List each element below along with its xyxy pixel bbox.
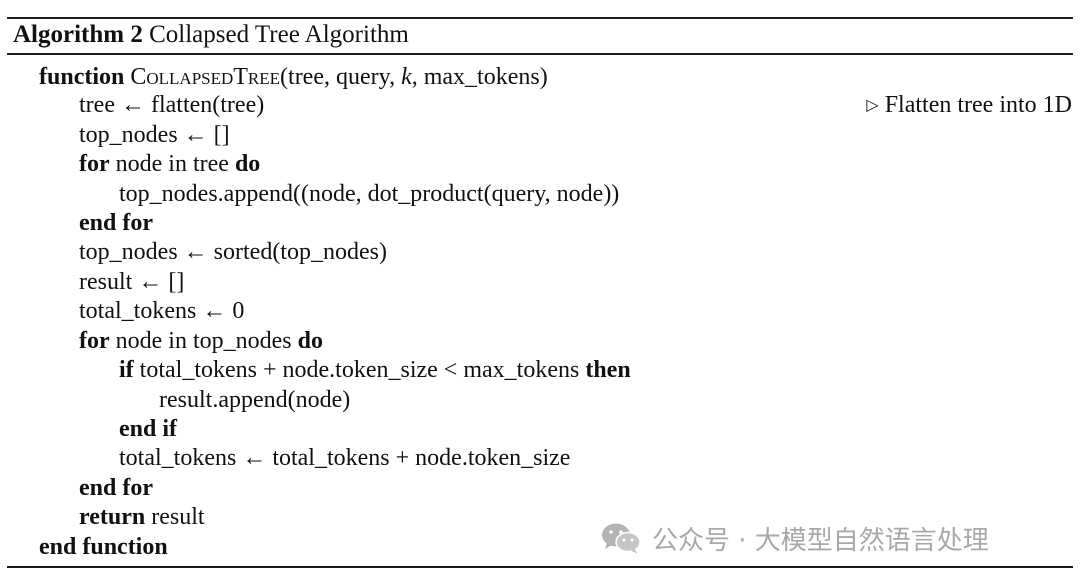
function-args-a: (tree, query, xyxy=(280,64,402,90)
wechat-icon xyxy=(602,523,641,554)
function-name: CollapsedTree xyxy=(130,64,281,90)
triangle-right-icon: ▷ xyxy=(866,95,879,114)
keyword-function: function xyxy=(39,64,125,90)
code-text: result xyxy=(145,504,205,530)
top-rule xyxy=(7,17,1073,19)
code-line-append-result: result.append(node) xyxy=(159,386,350,414)
code-line-for-top-nodes: for node in top_nodes do xyxy=(79,327,323,355)
watermark: 公众号 · 大模型自然语言处理 xyxy=(600,519,989,557)
keyword-end-for: end for xyxy=(79,475,153,501)
code-text: total_tokens ← total_tokens + node.token… xyxy=(119,445,571,471)
code-text: node in tree xyxy=(109,151,235,177)
code-line-for-tree: for node in tree do xyxy=(79,150,260,178)
code-line-init-result: result ← [] xyxy=(79,268,184,296)
code-line-accumulate: total_tokens ← total_tokens + node.token… xyxy=(119,444,570,472)
code-line-init-total: total_tokens ← 0 xyxy=(79,297,244,325)
code-line-end-if: end if xyxy=(119,415,177,443)
keyword-if: if xyxy=(119,357,134,383)
code-line-sort: top_nodes ← sorted(top_nodes) xyxy=(79,238,387,266)
code-text: total_tokens + node.token_size < max_tok… xyxy=(133,357,586,383)
keyword-end-for: end for xyxy=(79,210,153,236)
function-args-b: , max_tokens) xyxy=(411,64,548,90)
algorithm-label: Algorithm 2 xyxy=(13,21,143,48)
code-line-return: return result xyxy=(79,503,205,531)
code-text: top_nodes ← sorted(top_nodes) xyxy=(79,239,387,265)
code-line-end-for-2: end for xyxy=(79,474,153,502)
code-text: top_nodes.append((node, dot_product(quer… xyxy=(119,181,620,207)
keyword-then: then xyxy=(585,357,631,383)
code-text: total_tokens ← 0 xyxy=(79,298,245,324)
code-line-function: function CollapsedTree(tree, query, k, m… xyxy=(39,63,548,91)
function-arg-k: k xyxy=(401,64,412,90)
code-text: result.append(node) xyxy=(159,387,351,413)
keyword-do: do xyxy=(297,328,323,354)
keyword-end-if: end if xyxy=(119,416,178,442)
code-line-append-top-nodes: top_nodes.append((node, dot_product(quer… xyxy=(119,180,619,208)
code-text: node in top_nodes xyxy=(109,328,298,354)
algorithm-caption: Algorithm 2 Collapsed Tree Algorithm xyxy=(13,20,409,50)
code-line-init-top-nodes: top_nodes ← [] xyxy=(79,121,230,149)
code-comment: ▷ Flatten tree into 1D xyxy=(866,91,1072,121)
code-line-end-function: end function xyxy=(39,533,168,561)
code-line-if: if total_tokens + node.token_size < max_… xyxy=(119,356,631,384)
code-text: result ← [] xyxy=(79,269,185,295)
bottom-rule xyxy=(7,566,1073,568)
watermark-text: 公众号 · 大模型自然语言处理 xyxy=(652,525,989,556)
code-line-end-for-1: end for xyxy=(79,209,153,237)
keyword-return: return xyxy=(79,504,146,530)
keyword-do: do xyxy=(234,151,261,177)
keyword-end-function: end function xyxy=(39,534,168,560)
keyword-for: for xyxy=(79,328,110,354)
comment-text: Flatten tree into 1D xyxy=(884,92,1072,118)
code-line-flatten: tree ← flatten(tree) xyxy=(79,91,264,119)
algorithm-title: Collapsed Tree Algorithm xyxy=(149,21,409,48)
code-text: top_nodes ← [] xyxy=(79,122,230,148)
code-text: tree ← flatten(tree) xyxy=(79,92,265,118)
caption-rule xyxy=(7,53,1073,55)
keyword-for: for xyxy=(79,151,110,177)
